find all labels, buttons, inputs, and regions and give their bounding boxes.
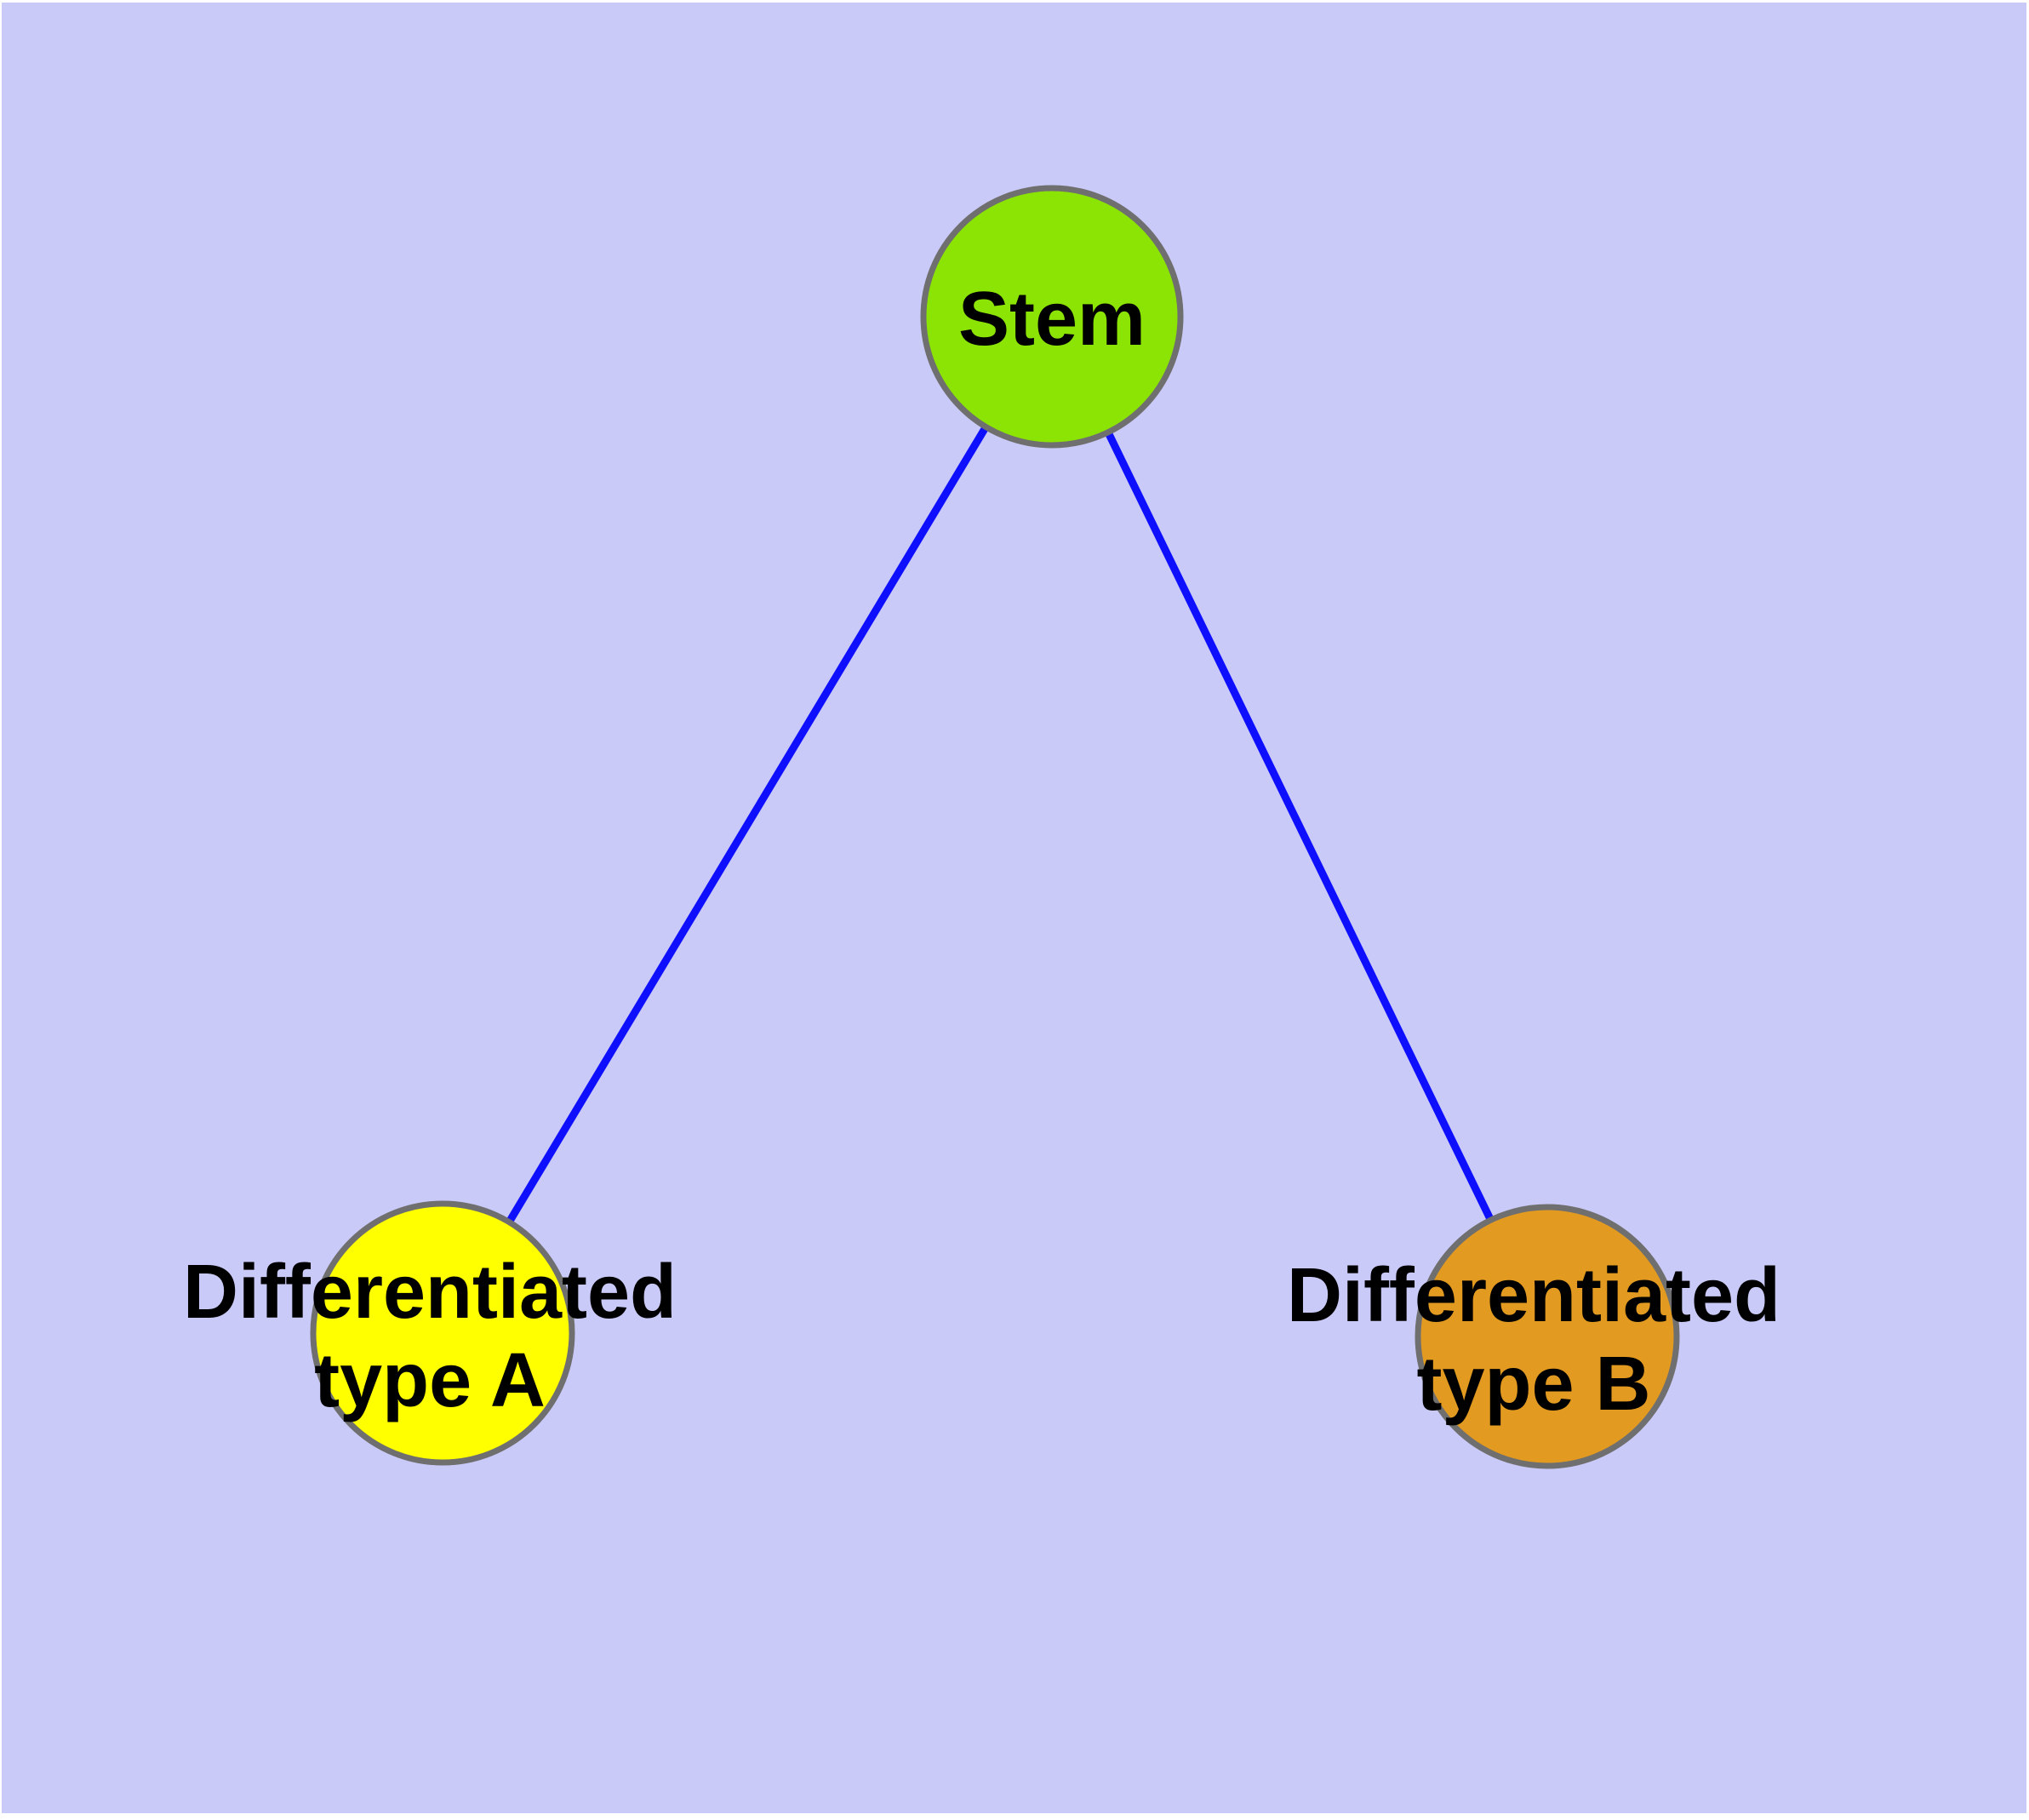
type-b-label-line1: Differentiated bbox=[1287, 1253, 1780, 1338]
type-b-label-line2: type B bbox=[1416, 1342, 1650, 1427]
edge-stem-to-type-b bbox=[1048, 315, 1552, 1338]
node-group bbox=[310, 185, 1680, 1469]
edge-group bbox=[439, 314, 1552, 1338]
stem-node-label: Stem bbox=[958, 277, 1146, 362]
type-a-node bbox=[310, 1200, 575, 1466]
edge-stem-to-type-a bbox=[439, 314, 1055, 1336]
type-a-label-line1: Differentiated bbox=[183, 1250, 677, 1335]
type-a-label-line2: type A bbox=[314, 1338, 546, 1423]
stem-node bbox=[920, 185, 1184, 449]
node-label-group: Stem Differentiated type A Differentiate… bbox=[183, 277, 1780, 1427]
type-b-node bbox=[1415, 1204, 1680, 1469]
